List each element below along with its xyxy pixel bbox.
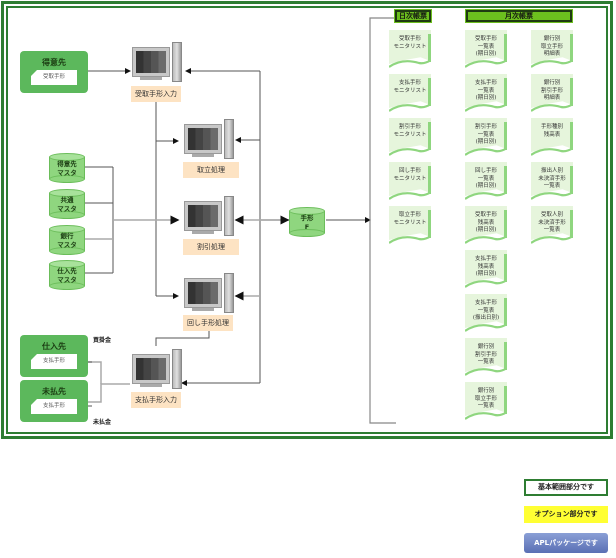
bill-card: 支払手形 (31, 399, 77, 414)
report-title: 銀行別割引手形明細表 (540, 80, 563, 101)
line-report-bracket (369, 17, 396, 424)
report-title: 支払手形残高表(期日別) (474, 256, 497, 277)
master-label: 得意先 (57, 160, 77, 168)
process-endorse: 回し手形処理 (183, 315, 233, 331)
process-discount: 割引処理 (183, 239, 239, 255)
computer-icon (184, 273, 236, 315)
process-pay-input: 支払手形入力 (131, 392, 181, 408)
party-name: 未払先 (42, 387, 66, 396)
monthly-report-doc: 受取手形残高表(期日別) (465, 206, 507, 244)
process-receive-input: 受取手形入力 (131, 86, 181, 102)
line-endorse-to-pay (155, 329, 210, 346)
master-label: 共通 (60, 196, 74, 204)
report-title: 割引手形一覧表(期日別) (474, 124, 497, 145)
outer-frame (1, 1, 613, 439)
party-unpaid: 未払先 支払手形 (20, 380, 88, 422)
note-unpaid-amount: 未払金 (93, 419, 112, 426)
master-db-supplier: 仕入先マスタ (49, 260, 85, 290)
master-db-customer: 得意先マスタ (49, 153, 85, 183)
monthly-report-doc: 銀行別割引手形明細表 (531, 74, 573, 112)
master-label: マスタ (57, 276, 77, 284)
monthly-report-doc: 手形種別残高表 (531, 118, 573, 156)
monthly-report-doc: 受取人別未決済手形一覧表 (531, 206, 573, 244)
legend-option: オプション部分です (524, 506, 608, 523)
bill-card: 支払手形 (31, 354, 77, 369)
line-pay-to-parties (82, 383, 130, 403)
monthly-report-doc: 支払手形一覧表(振出日別) (465, 294, 507, 332)
master-label: 仕入先 (57, 267, 77, 275)
daily-report-doc: 割引手形モニタリスト (389, 118, 431, 156)
master-label: マスタ (57, 241, 77, 249)
monthly-reports-header: 月次帳票 (465, 9, 573, 23)
report-title: 銀行別取立手形明細表 (540, 36, 563, 57)
monthly-report-doc: 銀行別取立手形一覧表 (465, 382, 507, 420)
master-db-bank: 銀行マスタ (49, 225, 85, 255)
inner-frame (6, 6, 608, 434)
report-title: 手形種別残高表 (540, 124, 563, 138)
bill-card: 受取手形 (31, 70, 77, 85)
daily-report-doc: 回し手形モニタリスト (389, 162, 431, 200)
master-db-common: 共通マスタ (49, 189, 85, 219)
monthly-report-doc: 受取手形一覧表(期日別) (465, 30, 507, 68)
daily-report-doc: 支払手形モニタリスト (389, 74, 431, 112)
report-title: 回し手形モニタリスト (393, 168, 427, 182)
party-customer: 得意先 受取手形 (20, 51, 88, 93)
report-title: 銀行別取立手形一覧表 (474, 388, 497, 409)
party-name: 得意先 (42, 58, 66, 67)
report-title: 受取人別未決済手形一覧表 (538, 212, 566, 233)
daily-report-doc: 取立手形モニタリスト (389, 206, 431, 244)
monthly-report-doc: 振出人別未決済手形一覧表 (531, 162, 573, 200)
report-title: 支払手形一覧表(期日別) (474, 80, 497, 101)
report-title: 支払手形モニタリスト (393, 80, 427, 94)
note-accounts-payable: 買掛金 (93, 337, 112, 344)
report-title: 支払手形一覧表(振出日別) (472, 300, 500, 321)
report-title: 割引手形モニタリスト (393, 124, 427, 138)
monthly-report-doc: 銀行別取立手形明細表 (531, 30, 573, 68)
master-label: 銀行 (60, 232, 74, 240)
computer-icon (132, 349, 184, 391)
legend-apl: APLパッケージです (524, 533, 608, 553)
master-label: マスタ (57, 169, 77, 177)
party-supplier: 仕入先 支払手形 (20, 335, 88, 377)
process-collection: 取立処理 (183, 162, 239, 178)
daily-reports-header: 日次帳票 (394, 9, 432, 23)
monthly-report-doc: 支払手形残高表(期日別) (465, 250, 507, 288)
report-title: 受取手形残高表(期日別) (474, 212, 497, 233)
legend-basic: 基本範囲部分です (524, 479, 608, 496)
monthly-report-doc: 割引手形一覧表(期日別) (465, 118, 507, 156)
report-title: 銀行別割引手形一覧表 (474, 344, 497, 365)
report-title: 回し手形一覧表(期日別) (474, 168, 497, 189)
file-label: F (304, 223, 310, 231)
report-title: 受取手形モニタリスト (393, 36, 427, 50)
report-title: 受取手形一覧表(期日別) (474, 36, 497, 57)
report-title: 振出人別未決済手形一覧表 (538, 168, 566, 189)
daily-report-doc: 受取手形モニタリスト (389, 30, 431, 68)
computer-icon (132, 42, 184, 84)
monthly-report-doc: 銀行別割引手形一覧表 (465, 338, 507, 376)
monthly-report-doc: 回し手形一覧表(期日別) (465, 162, 507, 200)
party-name: 仕入先 (42, 342, 66, 351)
report-title: 取立手形モニタリスト (393, 212, 427, 226)
monthly-report-doc: 支払手形一覧表(期日別) (465, 74, 507, 112)
computer-icon (184, 119, 236, 161)
master-label: マスタ (57, 205, 77, 213)
file-label: 手形 (300, 214, 314, 222)
computer-icon (184, 196, 236, 238)
